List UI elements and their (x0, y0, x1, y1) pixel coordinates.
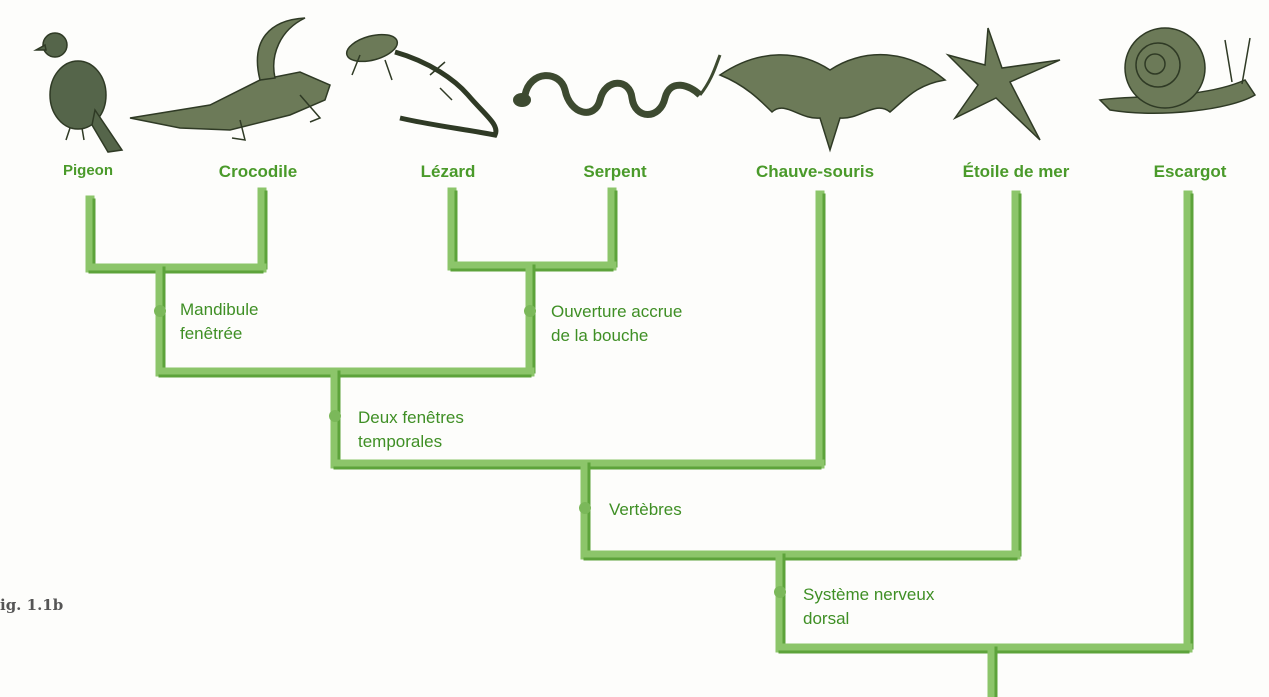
trait-marker-vertebres (579, 502, 591, 514)
trait-marker-fenetres (329, 410, 341, 422)
trait-label-mandibule: Mandibule fenêtrée (180, 298, 258, 346)
lizard-icon (344, 30, 496, 135)
figure-caption: ig. 1.1b (0, 596, 63, 614)
bat-icon (720, 55, 945, 150)
trait-marker-mandibule (154, 305, 166, 317)
crocodile-icon (130, 18, 330, 140)
pigeon-icon (36, 33, 122, 152)
taxon-label-etoile-de-mer: Étoile de mer (963, 162, 1070, 182)
trait-marker-ouverture (524, 305, 536, 317)
taxon-label-pigeon: Pigeon (63, 162, 113, 179)
taxon-label-crocodile: Crocodile (219, 162, 297, 182)
snake-icon (513, 55, 720, 115)
taxon-label-chauve-souris: Chauve-souris (756, 162, 874, 182)
taxon-label-serpent: Serpent (583, 162, 646, 182)
starfish-icon (948, 28, 1060, 140)
trait-label-fenetres: Deux fenêtres temporales (358, 406, 464, 454)
trait-marker-systeme (774, 586, 786, 598)
snail-icon (1100, 28, 1255, 113)
taxon-label-escargot: Escargot (1154, 162, 1227, 182)
trait-label-vertebres: Vertèbres (609, 498, 682, 522)
taxon-label-lezard: Lézard (421, 162, 476, 182)
trait-label-systeme: Système nerveux dorsal (803, 583, 934, 631)
cladogram-branches (90, 192, 1192, 697)
trait-label-ouverture: Ouverture accrue de la bouche (551, 300, 682, 348)
